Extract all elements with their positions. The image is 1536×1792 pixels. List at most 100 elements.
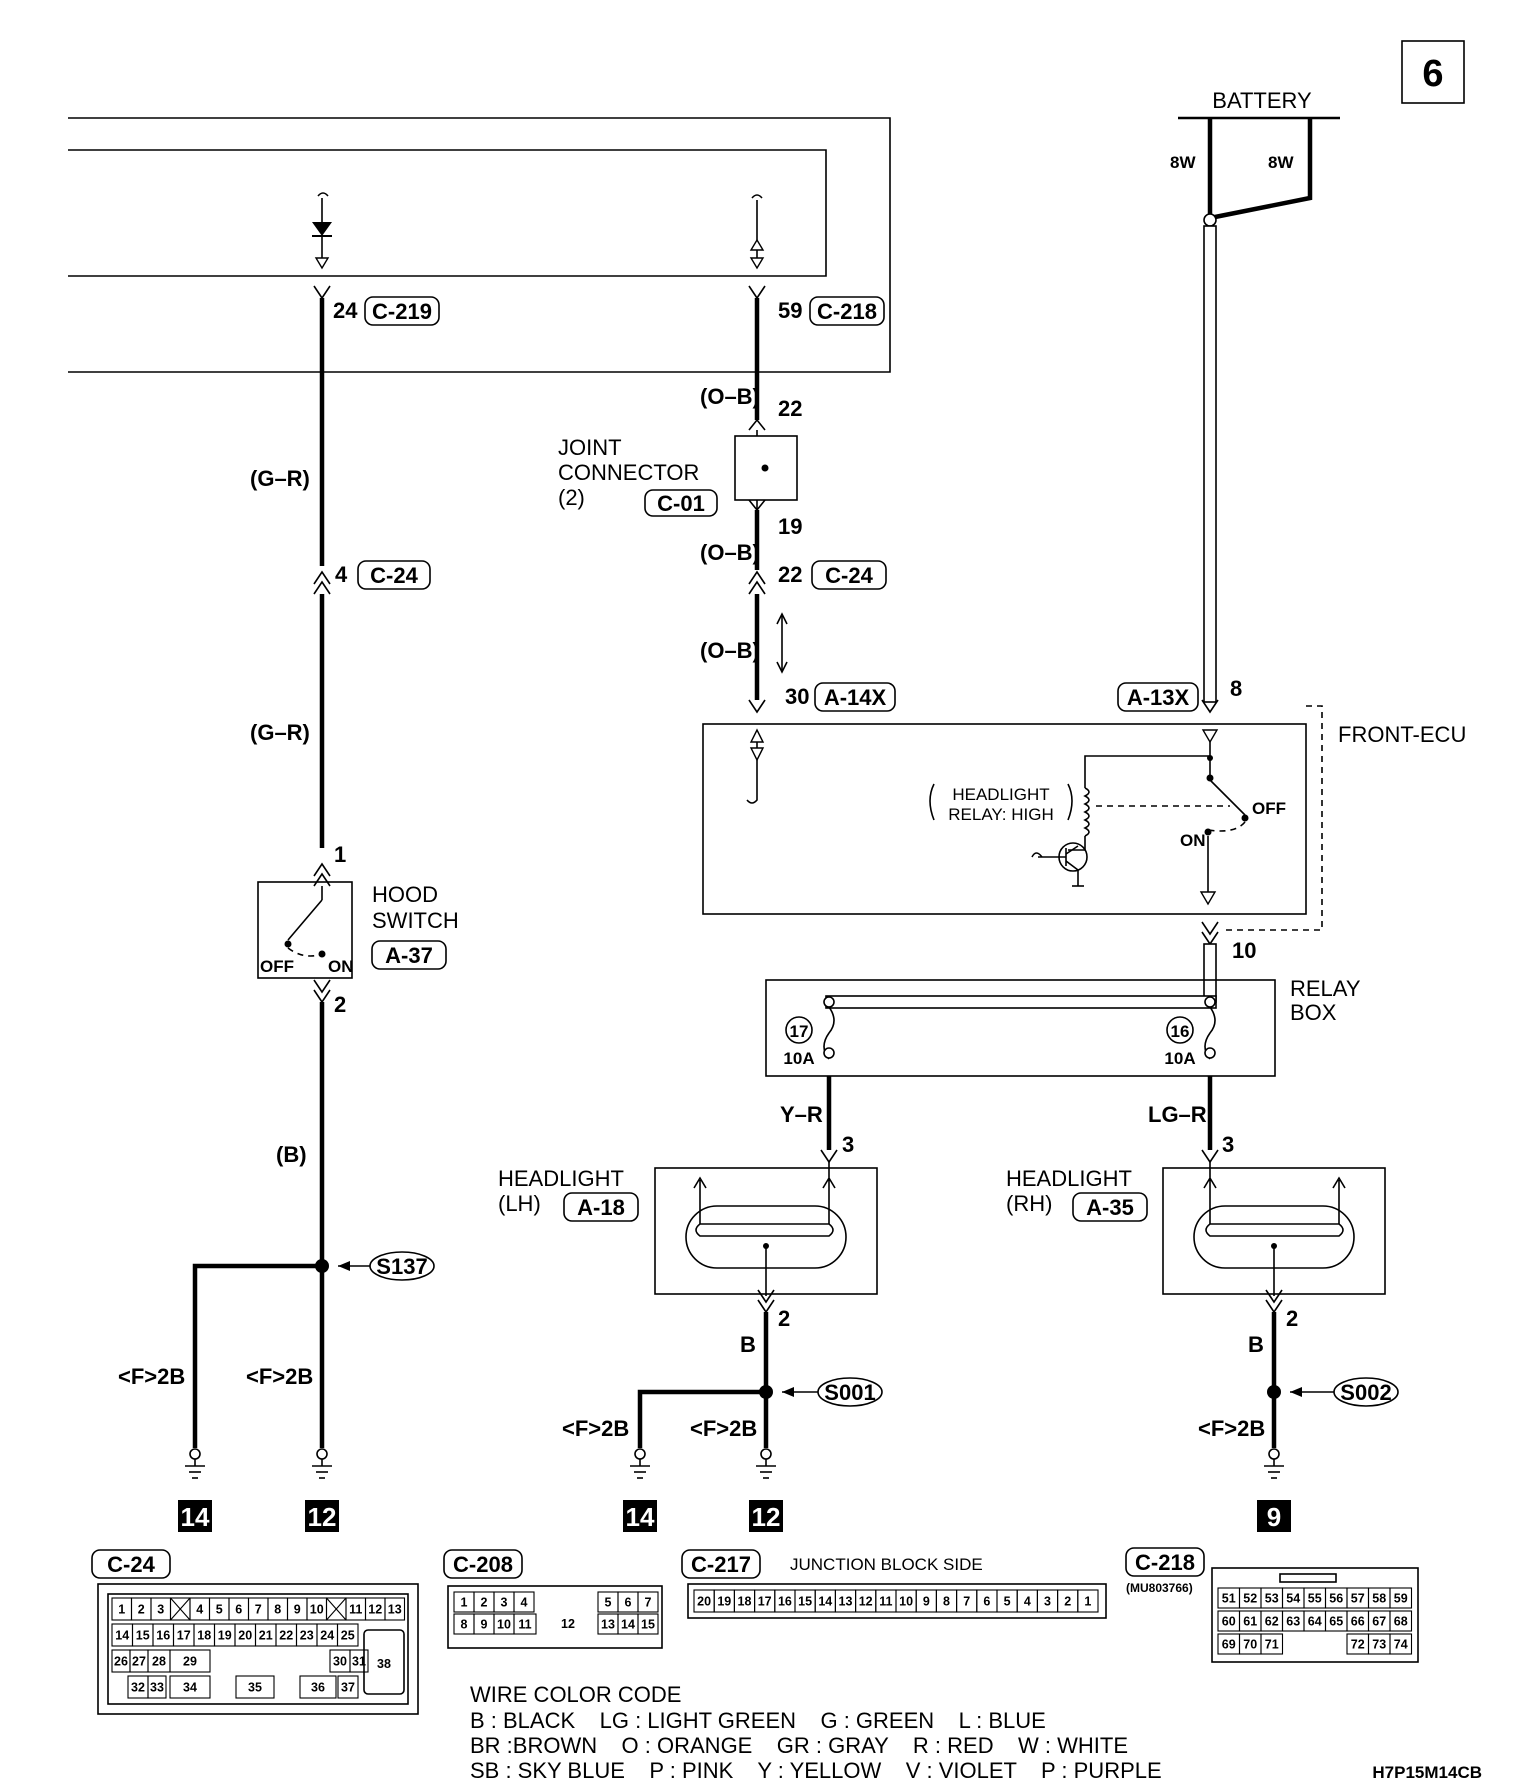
c218-pin-58: 58 bbox=[1372, 1592, 1386, 1606]
c218-pin-73: 73 bbox=[1372, 1638, 1386, 1652]
connector-c24-left: C-24 bbox=[370, 563, 418, 588]
hood-switch-on: ON bbox=[328, 957, 354, 976]
c24-cell bbox=[235, 1675, 275, 1699]
view-c208-label: C-208 bbox=[453, 1552, 513, 1577]
front-ecu: HEADLIGHT RELAY: HIGH OFF ON bbox=[702, 705, 1323, 931]
front-ecu-label: FRONT-ECU bbox=[1338, 722, 1466, 747]
relay-label-2: RELAY: HIGH bbox=[948, 805, 1054, 824]
wire-lg-r: LG–R bbox=[1148, 1102, 1207, 1127]
c217-pin-15: 15 bbox=[798, 1595, 812, 1609]
c208-pin-4: 4 bbox=[521, 1596, 528, 1610]
c218-pin-70: 70 bbox=[1243, 1638, 1257, 1652]
c218-cell bbox=[1389, 1633, 1413, 1655]
splice-s137: S137 bbox=[376, 1254, 427, 1279]
fuse-right-amp: 10A bbox=[1164, 1049, 1195, 1068]
pin-59: 59 bbox=[778, 298, 802, 323]
view-c218-part: (MU803766) bbox=[1126, 1581, 1193, 1595]
c24-cell bbox=[337, 1675, 359, 1699]
legend-line-3: SB : SKY BLUE P : PINK Y : YELLOW V : VI… bbox=[470, 1758, 1162, 1783]
c24-cell bbox=[299, 1675, 337, 1699]
legend-line-2: BR :BROWN O : ORANGE GR : GRAY R : RED W… bbox=[470, 1733, 1128, 1758]
c24-pin-31: 31 bbox=[352, 1655, 366, 1669]
splice-s001: S001 bbox=[824, 1380, 875, 1405]
c24-pin-6: 6 bbox=[235, 1603, 242, 1617]
c24-cell bbox=[169, 1649, 211, 1673]
c24-cell bbox=[336, 1623, 359, 1647]
c208-cell bbox=[637, 1591, 659, 1613]
c24-pin-16: 16 bbox=[156, 1629, 170, 1643]
c218-pin-55: 55 bbox=[1308, 1592, 1322, 1606]
ground-14-a: 14 bbox=[181, 1502, 210, 1532]
c217-pin-19: 19 bbox=[717, 1595, 731, 1609]
c208-pin-12: 12 bbox=[561, 1617, 575, 1631]
pin-24: 24 bbox=[333, 298, 358, 323]
c218-cell bbox=[1389, 1587, 1413, 1609]
c218-pin-61: 61 bbox=[1243, 1615, 1257, 1629]
c24-pin-28: 28 bbox=[152, 1655, 166, 1669]
view-c217-label: C-217 bbox=[691, 1552, 751, 1577]
c218-pin-72: 72 bbox=[1351, 1638, 1365, 1652]
c218-pin-54: 54 bbox=[1286, 1592, 1300, 1606]
c24-pin-1: 1 bbox=[118, 1603, 125, 1617]
headlight-lh-label-1: HEADLIGHT bbox=[498, 1166, 624, 1191]
c24-pin-17: 17 bbox=[177, 1629, 191, 1643]
c24-pin-37: 37 bbox=[341, 1681, 355, 1695]
c24-pin-19: 19 bbox=[218, 1629, 232, 1643]
c24-cell bbox=[169, 1675, 211, 1699]
headlight-rh-label-2: (RH) bbox=[1006, 1191, 1052, 1216]
connector-a37: A-37 bbox=[385, 943, 433, 968]
c24-pin-10: 10 bbox=[310, 1603, 324, 1617]
c218-cell bbox=[1260, 1633, 1284, 1655]
connector-c218-top: C-218 bbox=[817, 299, 877, 324]
c208-pin-2: 2 bbox=[481, 1596, 488, 1610]
c24-pin-33: 33 bbox=[150, 1681, 164, 1695]
pin-4: 4 bbox=[335, 562, 348, 587]
battery-label: BATTERY bbox=[1212, 88, 1312, 113]
ecu-switch-on: ON bbox=[1180, 831, 1206, 850]
view-c218-label: C-218 bbox=[1135, 1550, 1195, 1575]
c24-pin-20: 20 bbox=[238, 1629, 252, 1643]
double-arrow-icon bbox=[776, 612, 788, 674]
ground-wire-5: <F>2B bbox=[1198, 1416, 1265, 1441]
wire-color-legend: WIRE COLOR CODE B : BLACK LG : LIGHT GRE… bbox=[470, 1682, 1162, 1783]
battery-wire-right: 8W bbox=[1268, 153, 1294, 172]
c218-pin-59: 59 bbox=[1394, 1592, 1408, 1606]
hood-switch-pin-1: 1 bbox=[334, 842, 346, 867]
c24-pin-26: 26 bbox=[114, 1655, 128, 1669]
c217-pin-11: 11 bbox=[879, 1595, 892, 1609]
c208-cell bbox=[513, 1591, 535, 1613]
c217-pin-7: 7 bbox=[963, 1595, 970, 1609]
c217-pin-10: 10 bbox=[899, 1595, 913, 1609]
fuse-left-amp: 10A bbox=[783, 1049, 814, 1068]
c24-pin-25: 25 bbox=[341, 1629, 355, 1643]
c24-pin-18: 18 bbox=[197, 1629, 211, 1643]
wire-o-b-2: (O–B) bbox=[700, 540, 760, 565]
ground-wire-3: <F>2B bbox=[562, 1416, 629, 1441]
c24-pin-21: 21 bbox=[259, 1629, 273, 1643]
c218-pin-63: 63 bbox=[1286, 1615, 1300, 1629]
splice-s002: S002 bbox=[1340, 1380, 1391, 1405]
view-c217-caption: JUNCTION BLOCK SIDE bbox=[790, 1555, 983, 1574]
c208-pin-6: 6 bbox=[625, 1596, 632, 1610]
c218-pin-52: 52 bbox=[1243, 1592, 1257, 1606]
headlight-rh-pin-2: 2 bbox=[1286, 1306, 1298, 1331]
c218-pin-53: 53 bbox=[1265, 1592, 1279, 1606]
c208-pin-11: 11 bbox=[518, 1618, 531, 1632]
wire-o-b-1: (O–B) bbox=[700, 384, 760, 409]
a14x-pin: 30 bbox=[785, 684, 809, 709]
input-symbol bbox=[749, 194, 765, 270]
legend-title: WIRE COLOR CODE bbox=[470, 1682, 681, 1707]
relay-box-label-1: RELAY bbox=[1290, 976, 1361, 1001]
joint-pin-19: 19 bbox=[778, 514, 802, 539]
connector-a18: A-18 bbox=[577, 1195, 625, 1220]
c24-pin-30: 30 bbox=[333, 1655, 347, 1669]
c217-pin-18: 18 bbox=[738, 1595, 752, 1609]
c24-cell bbox=[147, 1675, 167, 1699]
ground-12-b: 12 bbox=[752, 1502, 781, 1532]
c208-pin-3: 3 bbox=[501, 1596, 508, 1610]
c24-pin-22: 22 bbox=[279, 1629, 293, 1643]
view-c24-label: C-24 bbox=[107, 1552, 155, 1577]
connector-a13x: A-13X bbox=[1127, 685, 1190, 710]
c24-pin-14: 14 bbox=[115, 1629, 129, 1643]
